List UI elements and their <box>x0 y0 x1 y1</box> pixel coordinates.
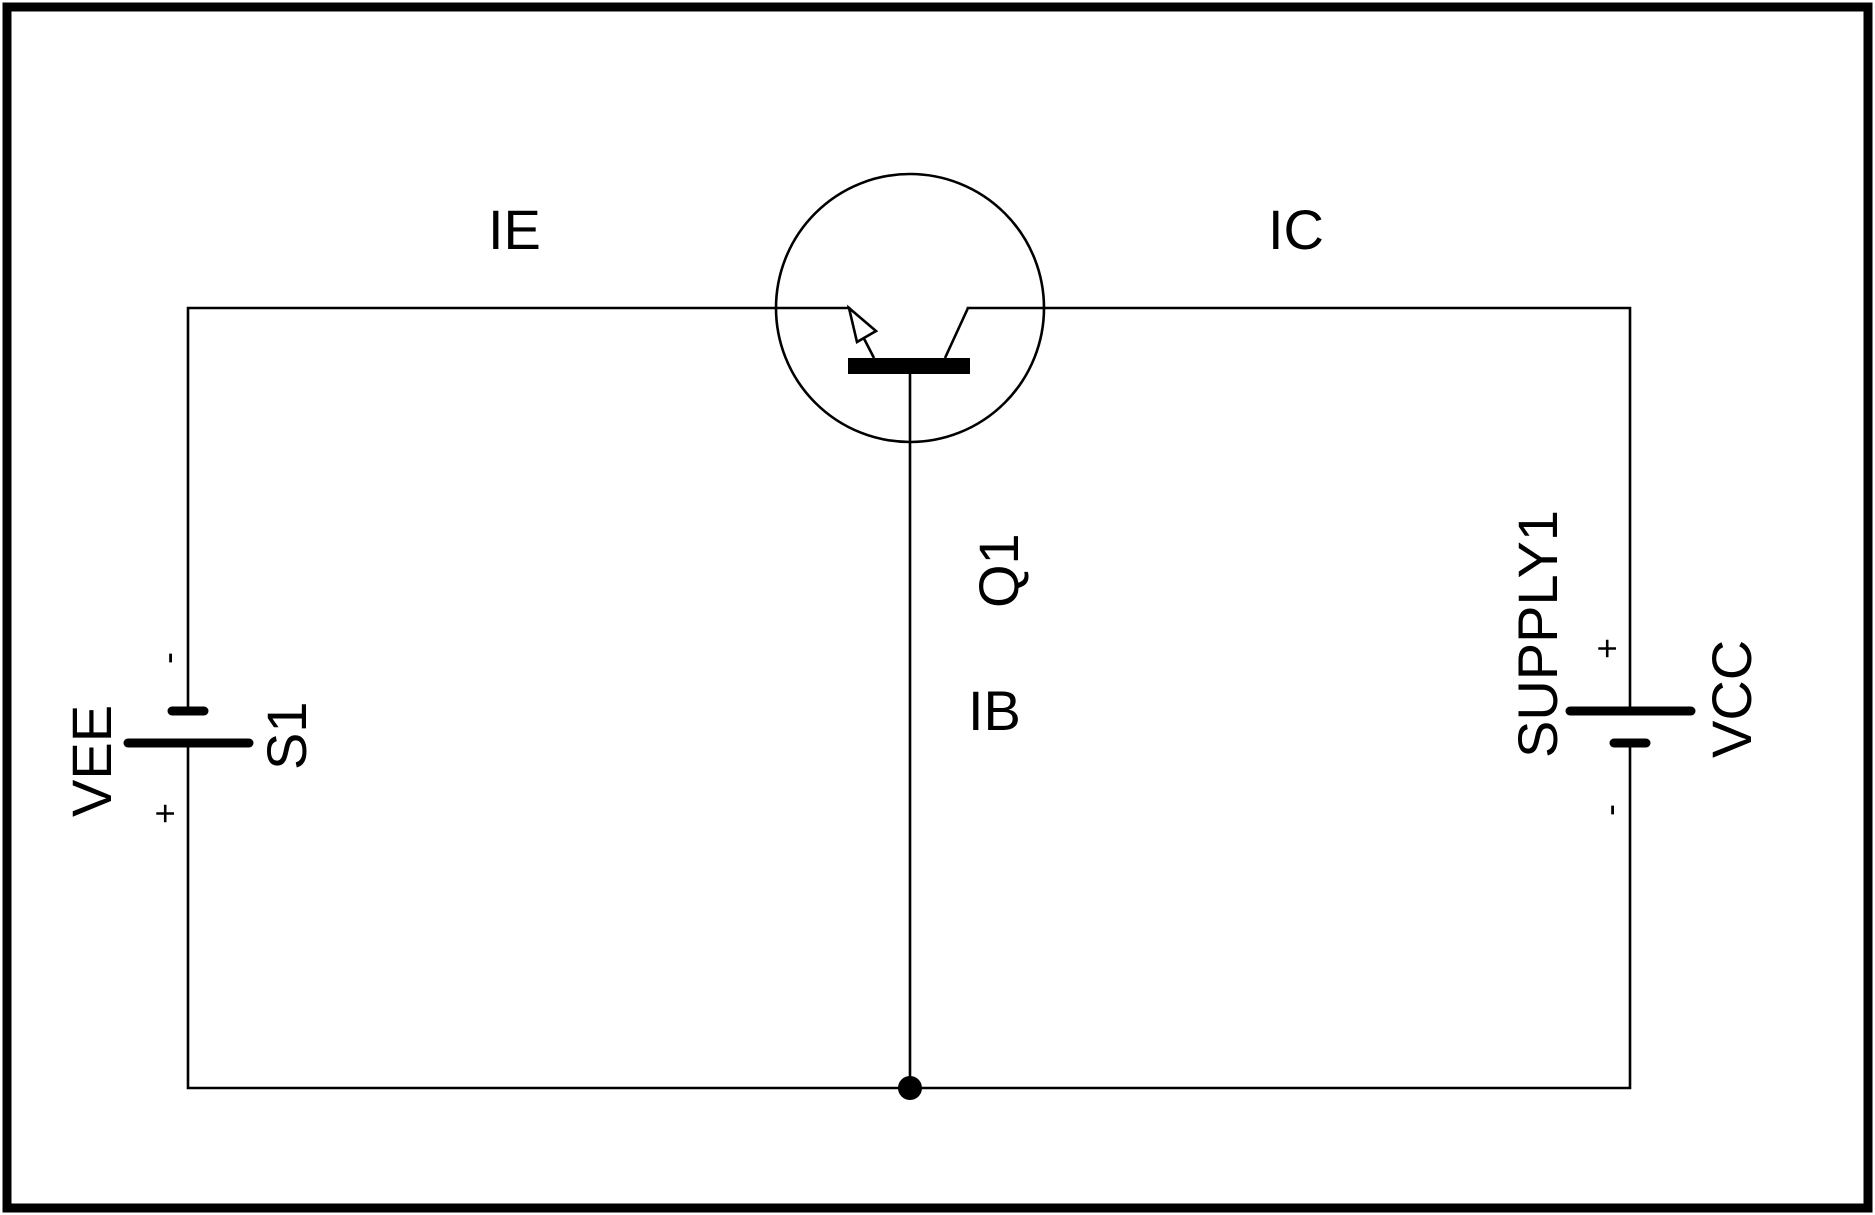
transistor-envelope <box>774 172 1046 444</box>
label-vee: VEE <box>60 705 123 817</box>
wire-vee-bottom <box>186 741 912 1090</box>
label-ib: IB <box>968 679 1021 742</box>
wire-emitter-left <box>186 306 851 713</box>
wire-vcc-bottom <box>908 741 1632 1090</box>
wires <box>186 306 1632 1090</box>
junction-dot <box>898 1076 922 1100</box>
emitter-arrow-icon <box>846 304 879 345</box>
polarity-s1-minus: - <box>147 652 188 664</box>
polarity-supply1-minus: - <box>1589 804 1630 816</box>
polarity-s1-plus: + <box>144 803 185 824</box>
transistor-base-bar <box>848 358 970 374</box>
battery-s1-symbol <box>123 706 254 748</box>
polarity-supply1-plus: + <box>1586 638 1627 659</box>
label-q1: Q1 <box>967 533 1030 608</box>
label-ie: IE <box>488 198 541 261</box>
wire-collector-right <box>966 306 1632 713</box>
label-s1: S1 <box>255 702 318 771</box>
label-ic: IC <box>1268 198 1324 261</box>
transistor-q1-symbol <box>774 172 1046 444</box>
label-vcc: VCC <box>1700 640 1763 758</box>
label-supply1: SUPPLY1 <box>1506 510 1569 758</box>
battery-supply1-symbol <box>1565 706 1696 748</box>
transistor-collector-lead <box>943 307 970 359</box>
